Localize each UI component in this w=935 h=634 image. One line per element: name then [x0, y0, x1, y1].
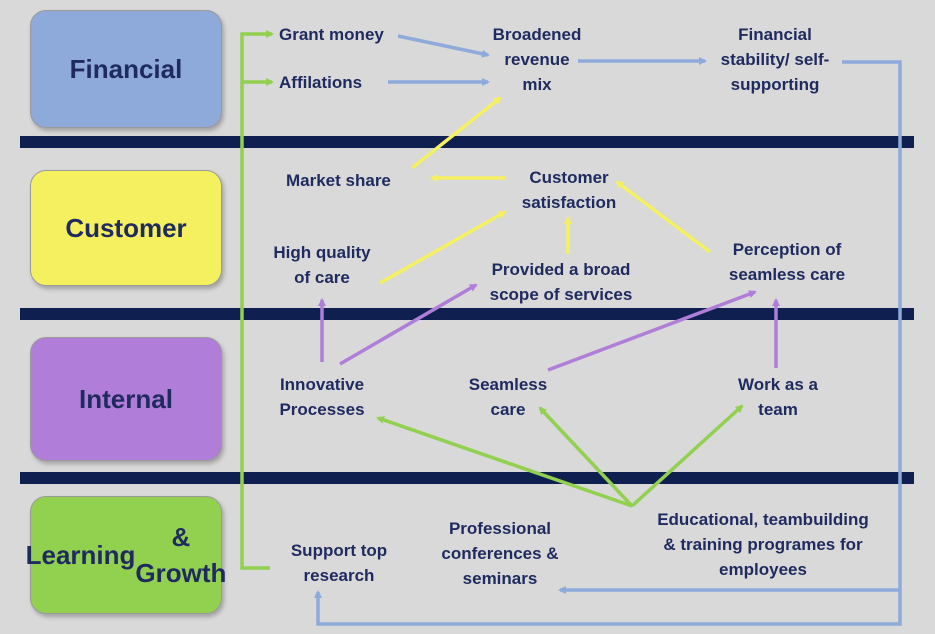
arrow-education-to-innovative [376, 416, 633, 508]
node-professional-conferences: Professional conferences & seminars [436, 516, 564, 591]
arrow-stability-to-research [314, 590, 902, 626]
financial-stability-line2: stability/ self- [720, 50, 830, 69]
node-grant-money: Grant money [279, 22, 384, 47]
arrow-education-to-team [630, 404, 744, 508]
arrow-seamless-to-perception [547, 290, 757, 372]
node-educational-programs: Educational, teambuilding & training pro… [638, 507, 888, 582]
financial-stability-line1: Financial [738, 25, 812, 44]
customer-perspective-label: Customer [65, 212, 187, 243]
node-high-quality-care: High quality of care [264, 240, 380, 290]
arrow-stability-to-conferences [558, 60, 902, 594]
grant-money-text: Grant money [279, 25, 384, 44]
market-share-text: Market share [286, 171, 391, 190]
financial-stability-line3: supporting [730, 75, 820, 94]
arrow-grant-to-revenue [397, 34, 490, 58]
learning-growth-perspective-box: Learning & Growth [26, 496, 226, 614]
arrow-quality-to-satisfaction [379, 210, 507, 285]
innovative-processes-line2: Processes [279, 400, 365, 419]
educational-programs-line3: employees [719, 560, 807, 579]
perception-seamless-line1: Perception of [732, 240, 842, 259]
broad-scope-line2: scope of services [489, 285, 633, 304]
seamless-care-line2: care [490, 400, 526, 419]
educational-programs-line2: & training programes for [663, 535, 863, 554]
broadened-revenue-line3: mix [522, 75, 552, 94]
work-as-team-line1: Work as a [737, 375, 818, 394]
innovative-processes-line1: Innovative [279, 375, 365, 394]
arrow-perception-to-satisfaction [615, 180, 712, 254]
support-research-line2: research [303, 566, 375, 585]
internal-perspective-label: Internal [79, 383, 173, 414]
node-customer-satisfaction: Customer satisfaction [510, 165, 628, 215]
learning-growth-label-line2: & Growth [135, 521, 227, 588]
affiliations-text: Affilations [279, 73, 363, 92]
node-affiliations: Affilations [279, 70, 362, 95]
high-quality-line1: High quality [273, 243, 371, 262]
professional-conferences-line3: seminars [462, 569, 538, 588]
broad-scope-line1: Provided a broad [491, 260, 631, 279]
node-financial-stability: Financial stability/ self- supporting [707, 22, 843, 97]
internal-perspective-box: Internal [30, 337, 222, 461]
arrow-research-to-grant [240, 30, 274, 570]
broadened-revenue-line2: revenue [504, 50, 570, 69]
professional-conferences-line2: conferences & [441, 544, 559, 563]
perception-seamless-line2: seamless care [728, 265, 846, 284]
broadened-revenue-line1: Broadened [492, 25, 582, 44]
node-support-research: Support top research [280, 538, 398, 588]
arrow-innovative-to-scope [339, 283, 478, 366]
customer-satisfaction-line1: Customer [529, 168, 609, 187]
node-seamless-care: Seamless care [460, 372, 556, 422]
node-perception-seamless-care: Perception of seamless care [718, 237, 856, 287]
financial-perspective-box: Financial [30, 10, 222, 128]
arrow-marketshare-to-revenue [410, 96, 502, 170]
node-broadened-revenue: Broadened revenue mix [483, 22, 591, 97]
support-research-line1: Support top [290, 541, 388, 560]
customer-satisfaction-line2: satisfaction [521, 193, 617, 212]
customer-perspective-box: Customer [30, 170, 222, 286]
learning-growth-label-line1: Learning [25, 539, 136, 570]
financial-perspective-label: Financial [69, 53, 183, 84]
professional-conferences-line1: Professional [448, 519, 552, 538]
node-market-share: Market share [286, 168, 391, 193]
node-innovative-processes: Innovative Processes [266, 372, 378, 422]
seamless-care-line1: Seamless [468, 375, 548, 394]
educational-programs-line1: Educational, teambuilding [657, 510, 869, 529]
arrow-education-to-seamless [538, 406, 634, 508]
node-work-as-team: Work as a team [726, 372, 830, 422]
work-as-team-line2: team [758, 400, 798, 419]
high-quality-line2: of care [294, 268, 350, 287]
node-broad-scope: Provided a broad scope of services [478, 257, 644, 307]
